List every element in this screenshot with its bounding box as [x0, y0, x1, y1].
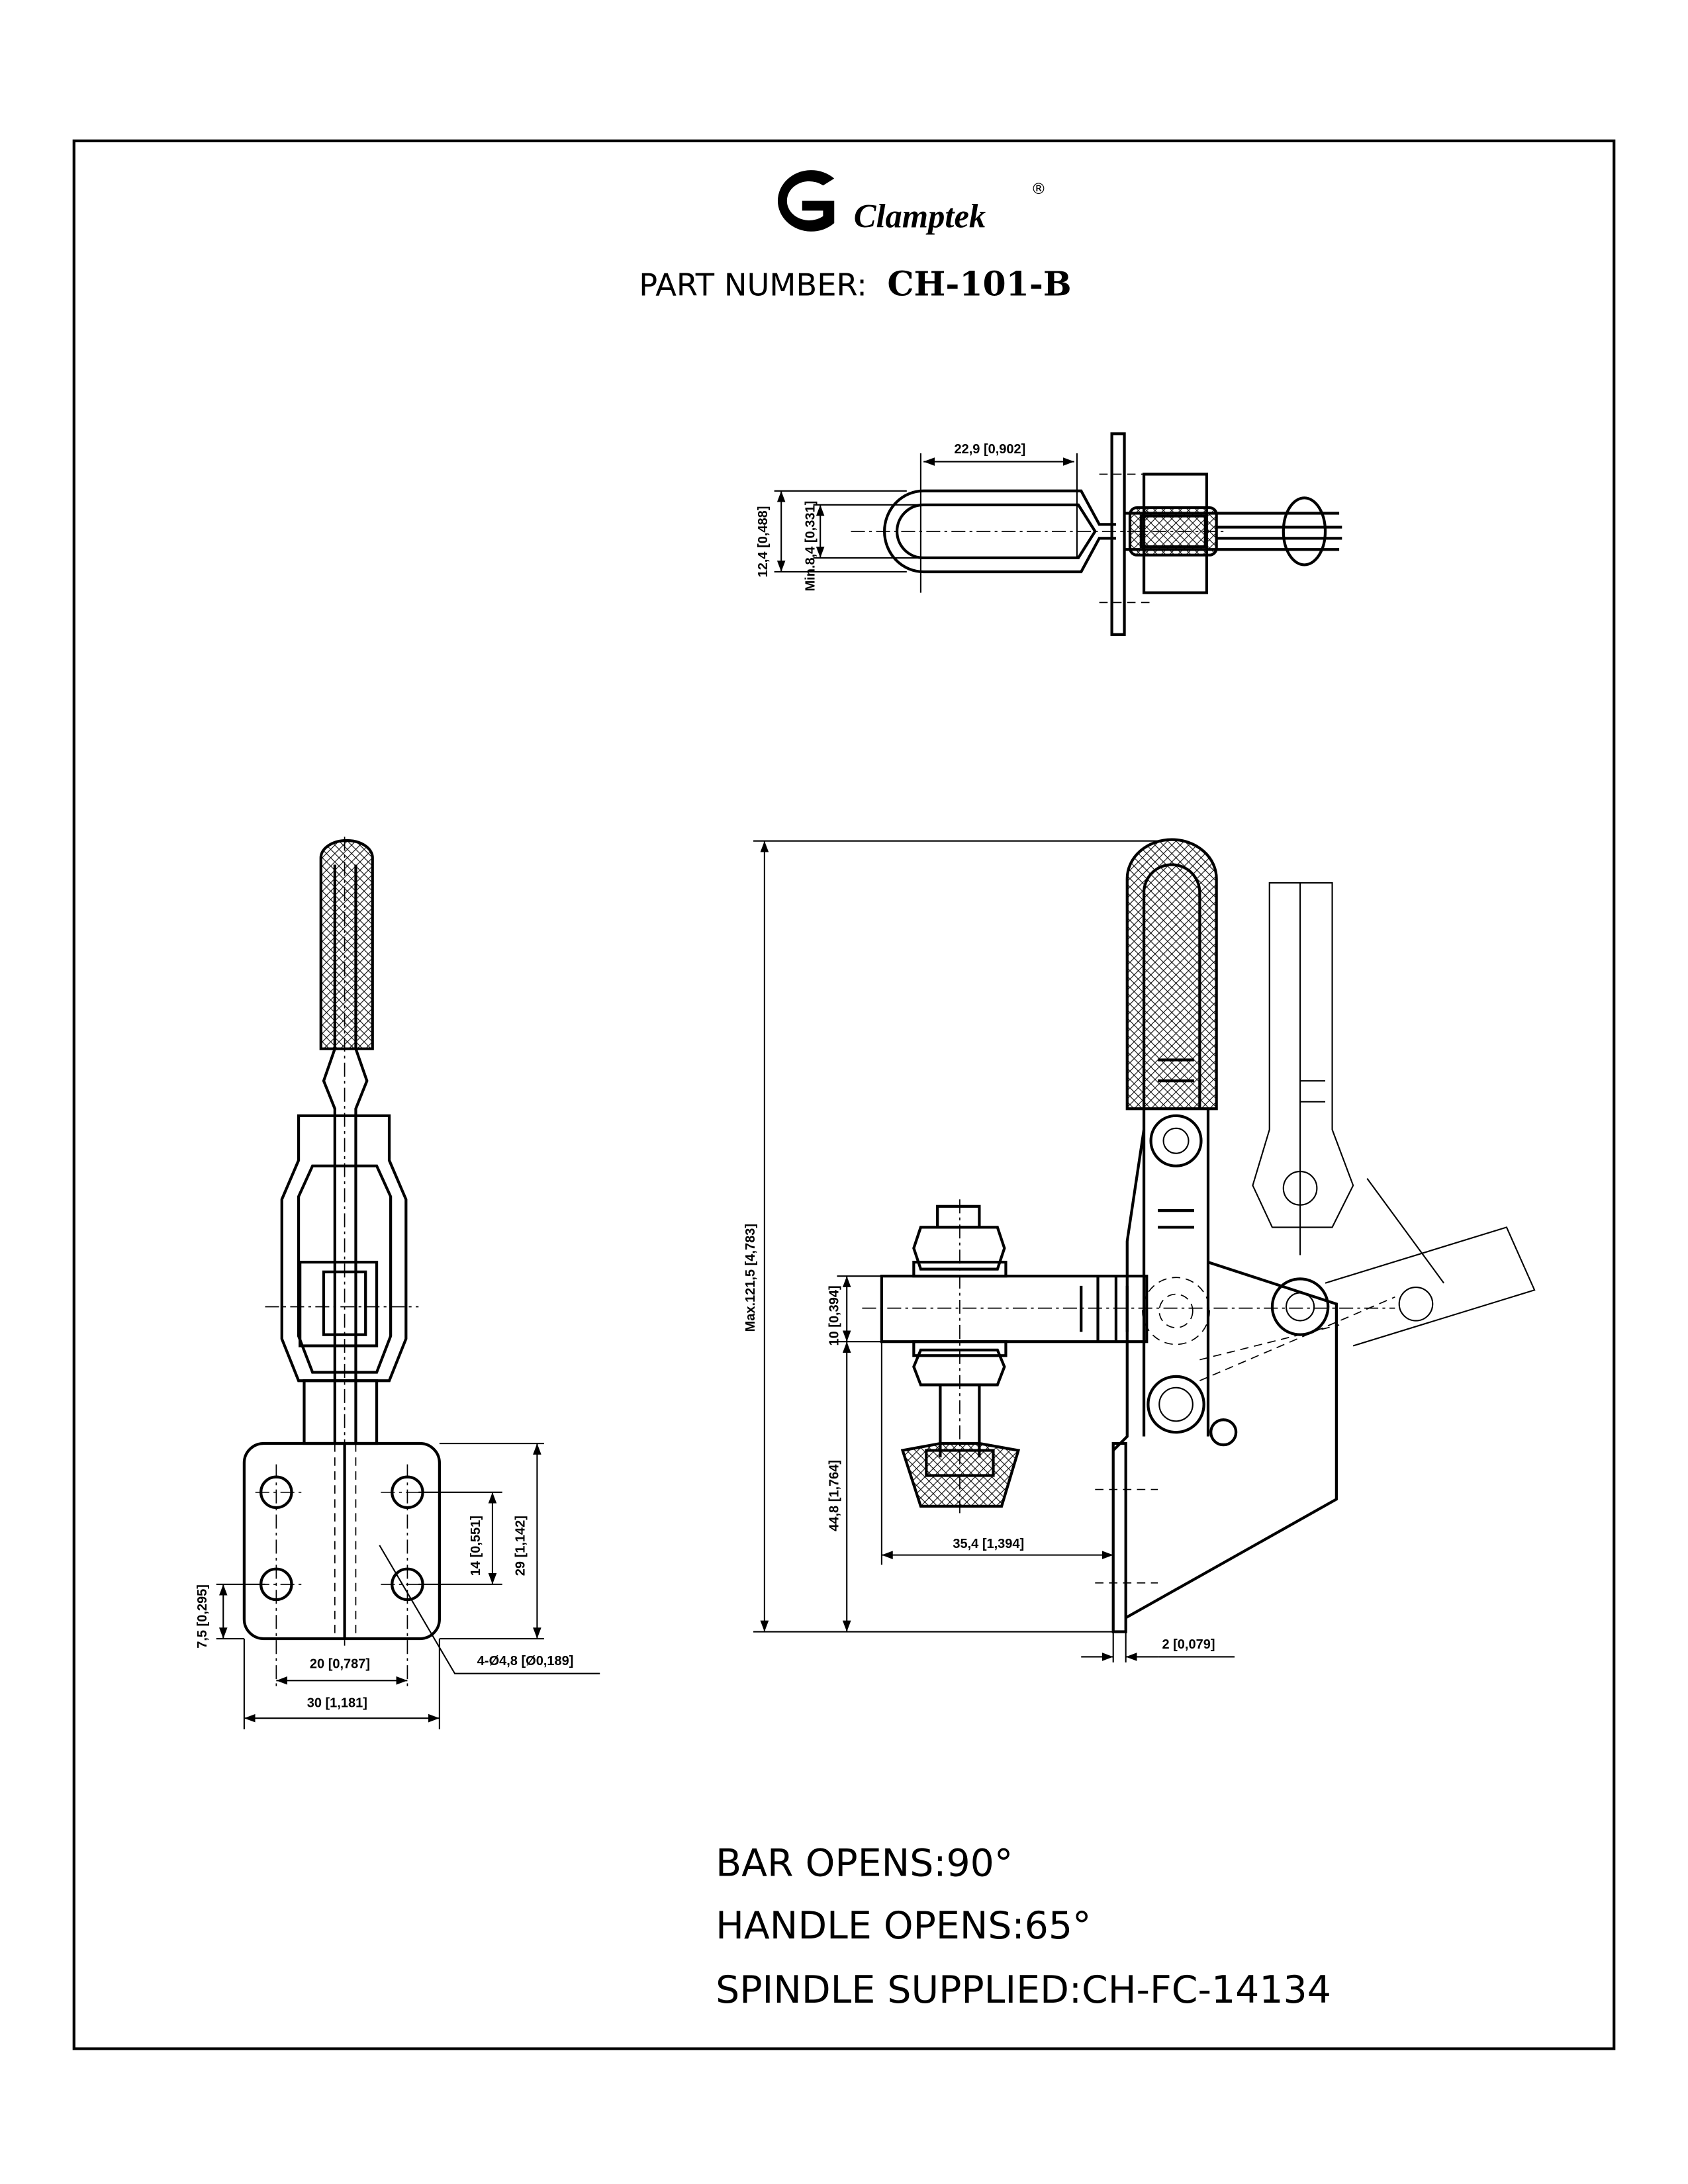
- dim-max-height: Max.121,5 [4,783]: [743, 1224, 758, 1332]
- brand-name: Clamptek: [854, 197, 986, 234]
- note-handle-opens: HANDLE OPENS:65°: [716, 1904, 1091, 1948]
- dim-hole-edge: 7,5 [0,295]: [195, 1584, 210, 1649]
- dim-holes: 4-Ø4,8 [Ø0,189]: [477, 1654, 574, 1668]
- dim-hole-spacing-x: 20 [0,787]: [310, 1657, 370, 1671]
- part-number-label: PART NUMBER:: [639, 267, 867, 303]
- dim-outer-width: 12,4 [0,488]: [756, 506, 771, 578]
- notes: BAR OPENS:90° HANDLE OPENS:65° SPINDLE S…: [716, 1841, 1331, 2012]
- dim-plate-width: 30 [1,181]: [307, 1696, 367, 1710]
- sheet-border: [72, 139, 1616, 2050]
- dim-reach: 35,4 [1,394]: [953, 1537, 1024, 1551]
- top-view: 22,9 [0,902] 12,4 [0,488] Min.8,4 [0,331…: [756, 432, 1342, 636]
- front-view: 20 [0,787] 30 [1,181] 14 [0,551] 29 [1,1…: [195, 837, 600, 1730]
- note-spindle: SPINDLE SUPPLIED:CH-FC-14134: [716, 1968, 1331, 2012]
- registered-mark: ®: [1031, 180, 1046, 198]
- brand-logo: Clamptek ®: [777, 170, 1047, 234]
- dim-hole-spacing-y: 14 [0,551]: [469, 1516, 483, 1576]
- dim-length: 22,9 [0,902]: [954, 442, 1025, 457]
- dim-min-inner: Min.8,4 [0,331]: [804, 501, 818, 592]
- note-bar-opens: BAR OPENS:90°: [716, 1841, 1013, 1885]
- dim-plate-height: 29 [1,142]: [513, 1516, 528, 1576]
- side-view: Max.121,5 [4,783] 10 [0,394] 44,8 [1,764…: [743, 838, 1536, 1662]
- logo-g-icon: [777, 170, 835, 232]
- part-number: CH-101-B: [887, 265, 1071, 304]
- dim-bar-height: 44,8 [1,764]: [827, 1460, 842, 1531]
- dim-plate-thickness: 2 [0,079]: [1162, 1637, 1215, 1652]
- dim-bar-thickness: 10 [0,394]: [827, 1285, 842, 1345]
